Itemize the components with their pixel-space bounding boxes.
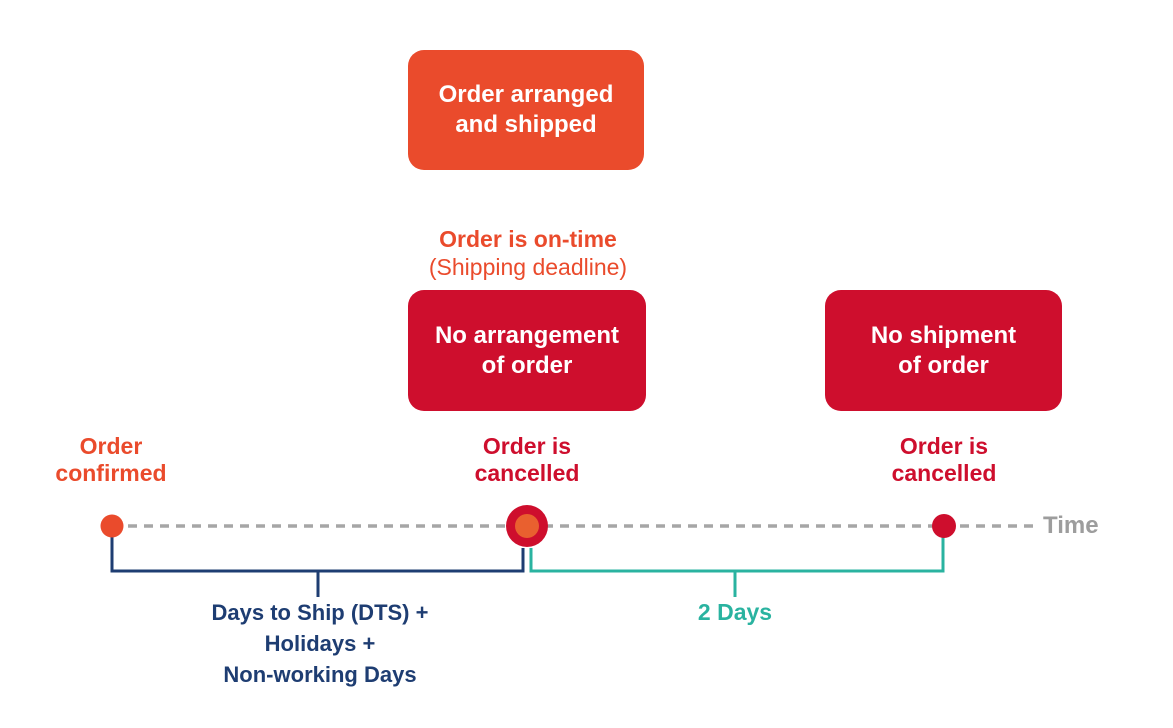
no-shipment-box: No shipment of order bbox=[825, 290, 1062, 411]
two-days-label: 2 Days bbox=[697, 599, 773, 625]
order-cancelled-label-right: Order is cancelled bbox=[891, 433, 997, 486]
order-confirmed-label: Order confirmed bbox=[55, 433, 167, 486]
order-cancelled-label-middle: Order is cancelled bbox=[474, 433, 580, 486]
no-arrangement-box: No arrangement of order bbox=[408, 290, 646, 411]
shipment-deadline-dot bbox=[932, 514, 956, 538]
two-days-bracket bbox=[529, 537, 945, 573]
dts-bracket bbox=[110, 536, 525, 573]
on-time-caption: Order is on-time (Shipping deadline) bbox=[378, 197, 678, 309]
dts-duration-label: Days to Ship (DTS) + Holidays + Non-work… bbox=[211, 600, 429, 687]
time-axis-label: Time bbox=[1043, 512, 1099, 539]
shipping-deadline-dot-inner bbox=[515, 514, 539, 538]
on-time-caption-main: Order is on-time bbox=[439, 226, 617, 252]
order-confirmed-dot bbox=[100, 514, 124, 538]
order-arranged-shipped-box: Order arranged and shipped bbox=[408, 50, 644, 170]
shipping-deadline-caption: (Shipping deadline) bbox=[428, 254, 628, 280]
